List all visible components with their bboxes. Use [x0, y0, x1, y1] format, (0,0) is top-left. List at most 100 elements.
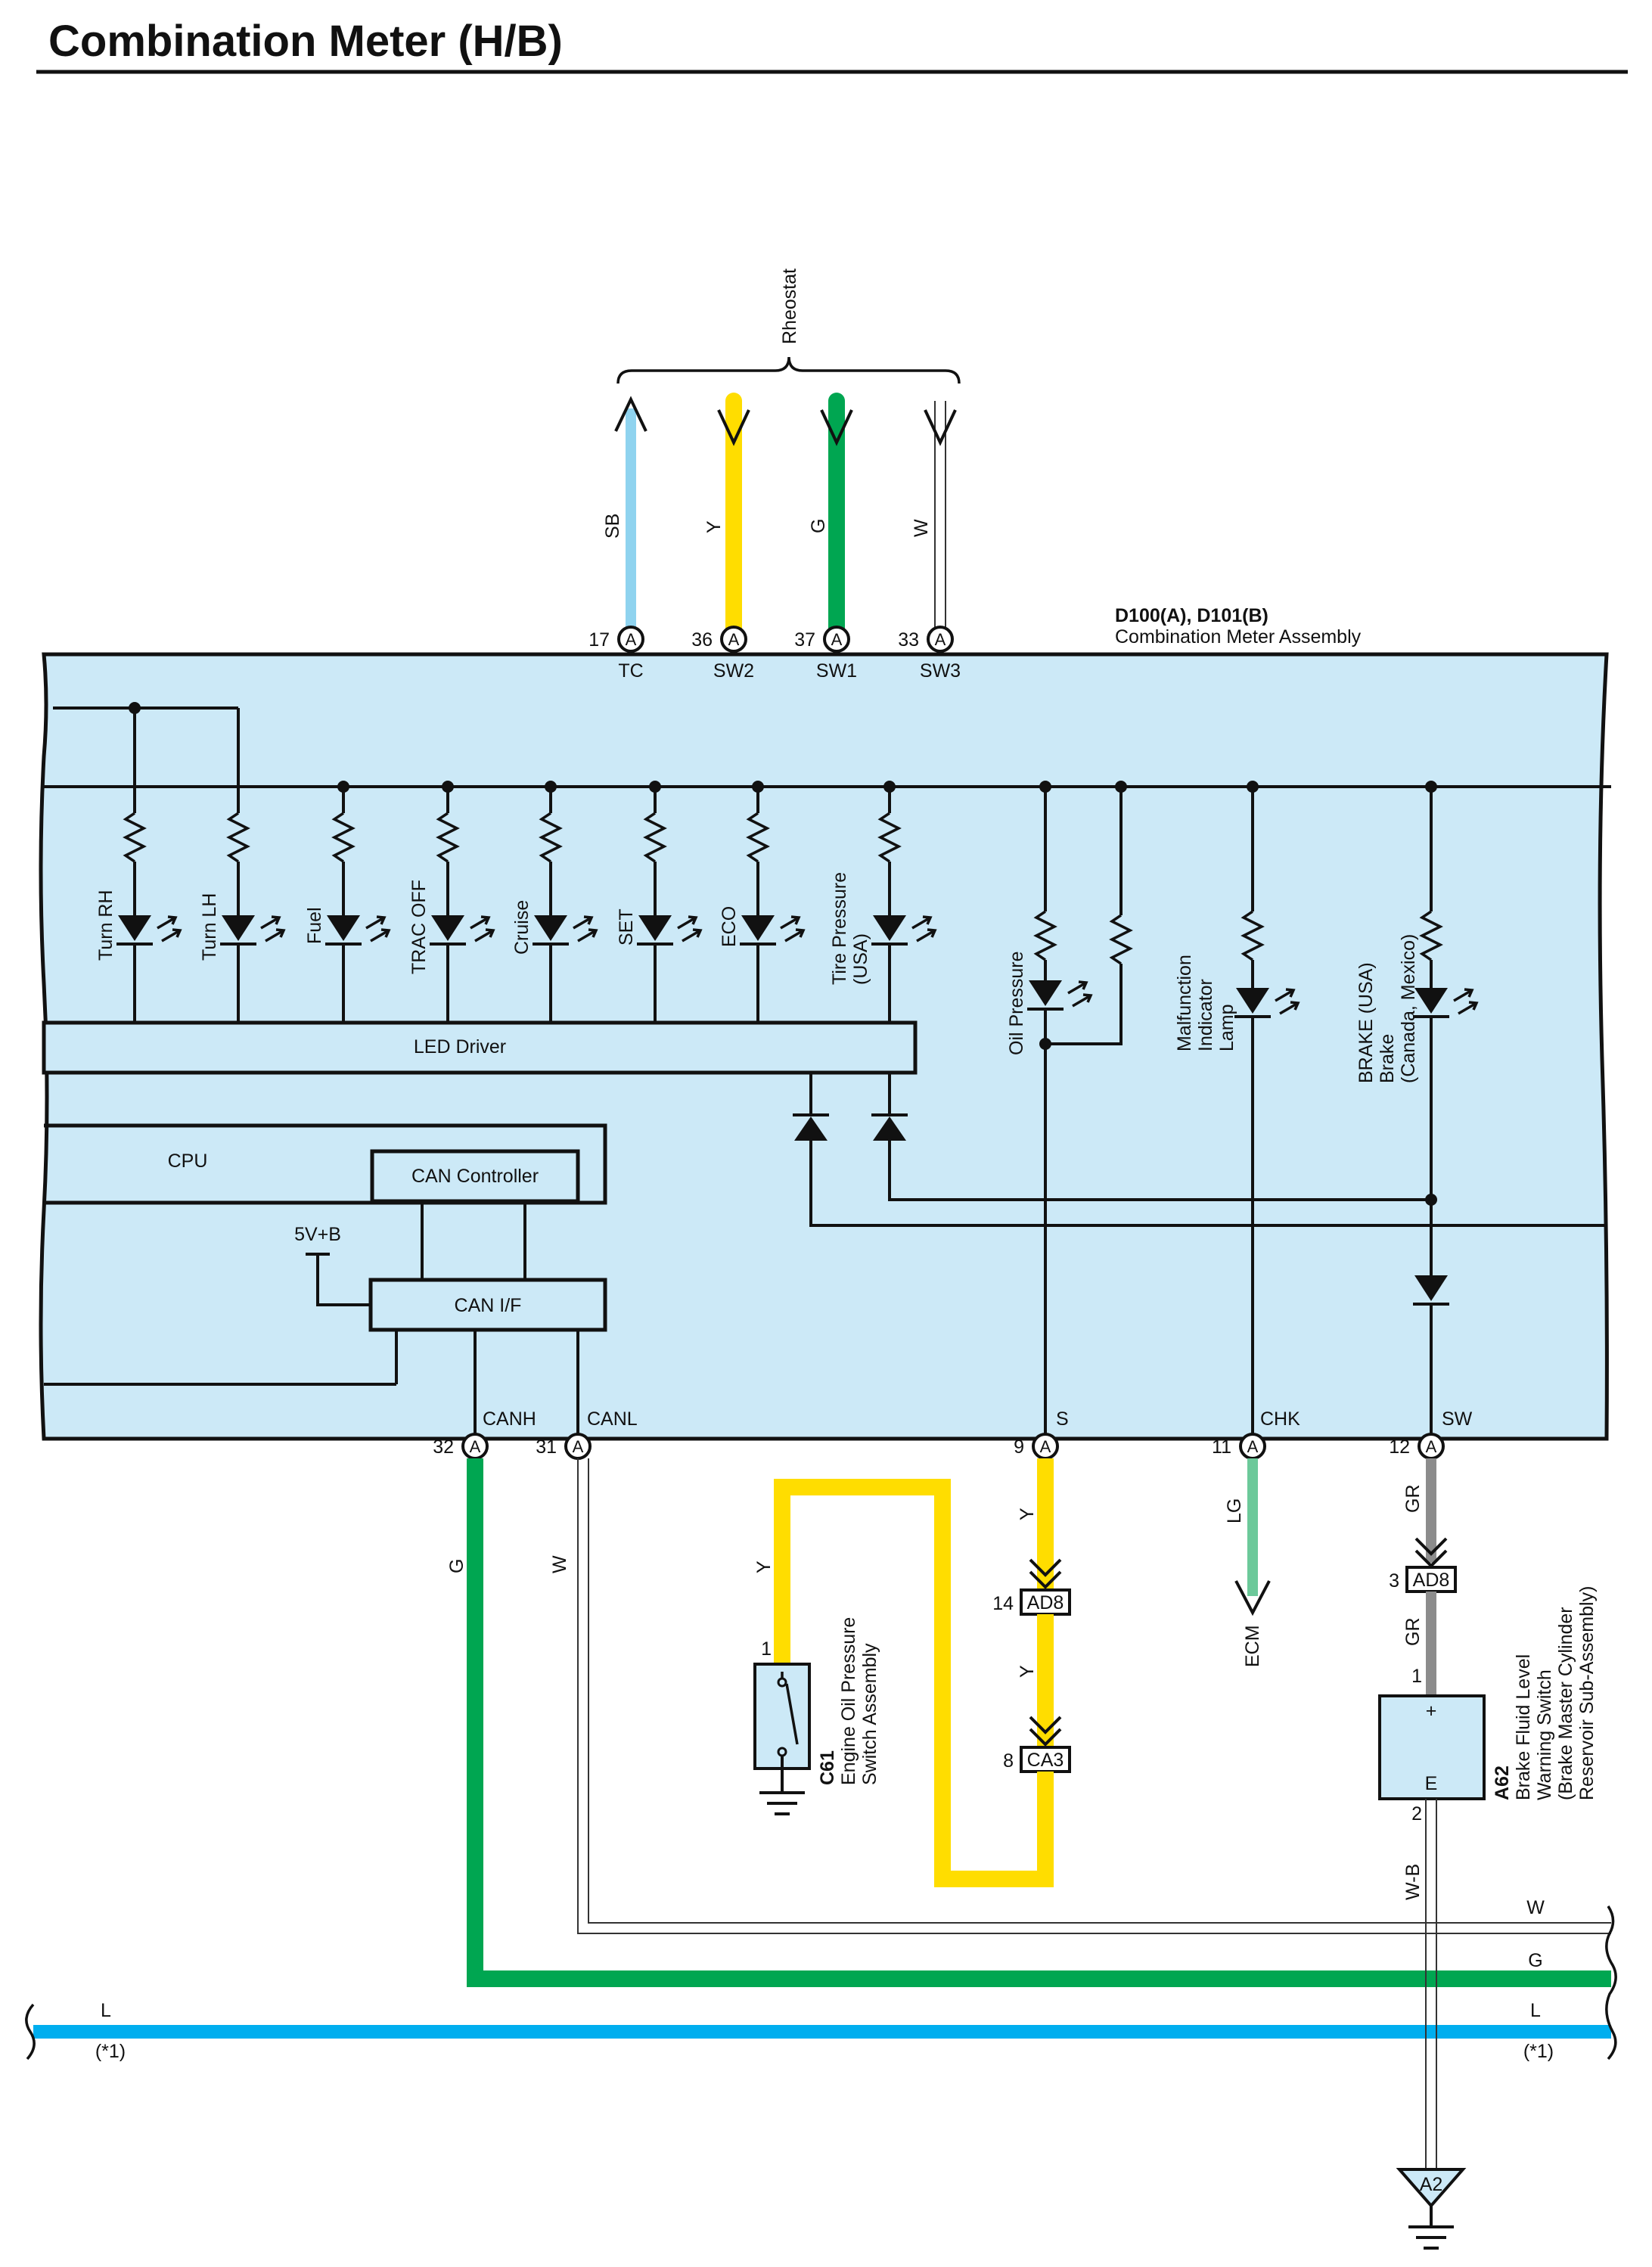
brake-fluid-level-switch — [1378, 1694, 1486, 1800]
pin-36-terminal — [720, 626, 747, 653]
lamp-label-set: SET — [616, 908, 637, 946]
rheostat-brace — [616, 356, 961, 384]
brake-switch-name-2: Warning Switch — [1534, 1669, 1555, 1800]
pin-17-conn: A — [626, 630, 637, 649]
ground-icon — [1408, 2225, 1454, 2250]
top-pin-terminals: A 17 TC A 36 SW2 A 37 SW1 A 33 SW3 — [588, 626, 961, 682]
l-bus: L (*1) — [25, 2000, 1611, 2062]
oil-switch-pin: 1 — [761, 1638, 772, 1660]
mil-label-2: Indicator — [1195, 979, 1216, 1051]
connector-ad8-sw-pin: 3 — [1389, 1570, 1399, 1592]
pin-17-terminal — [617, 626, 644, 653]
wb-wire-label: W-B — [1402, 1864, 1424, 1900]
sw-wire-label-upper: GR — [1402, 1485, 1424, 1514]
ground-point-a2 — [1396, 2168, 1467, 2209]
arrow-up-icon — [614, 396, 647, 432]
led-driver-block — [42, 1020, 918, 1075]
wire-w-canl-b — [588, 1458, 1611, 1924]
page-title: Combination Meter (H/B) — [48, 17, 563, 66]
canl-label: CANL — [587, 1408, 638, 1430]
can-wiring: G W — [446, 1458, 1611, 1987]
break-mark-left — [25, 2003, 36, 2060]
chk-wire-label: LG — [1224, 1498, 1245, 1523]
lamp-label-cruise: Cruise — [511, 900, 533, 955]
sw-pin-label: SW — [1442, 1408, 1473, 1430]
wire-label-sb: SB — [602, 514, 623, 539]
oil-pressure-wiring: AD8 14 Y CA3 8 Y Y 1 C61 Engine Oil Pres… — [753, 1458, 1071, 1887]
arrow-down-icon — [1234, 1580, 1271, 1616]
pin-36-name: SW2 — [713, 660, 754, 682]
mil-label-3: Lamp — [1216, 1004, 1237, 1051]
switch-contact — [785, 1683, 799, 1745]
brake-switch-pin-plus: 1 — [1411, 1666, 1422, 1687]
lamp-label-turn-lh: Turn LH — [199, 893, 220, 961]
s-wire-label-upper: Y — [1017, 1508, 1038, 1520]
lamp-oil-pressure: Oil Pressure S — [1006, 781, 1133, 1439]
pin-33-conn: A — [935, 630, 946, 649]
ground-icon — [759, 1791, 805, 1815]
l-bus-label-left: L — [101, 2000, 111, 2021]
pin-37-num: 37 — [794, 629, 815, 651]
lamp-malfunction: Malfunction Indicator Lamp CHK — [1174, 781, 1300, 1439]
pin-17-num: 17 — [588, 629, 610, 651]
connector-ad8-s-pin: 14 — [992, 1593, 1014, 1614]
supply-line — [316, 1254, 371, 1306]
lamp-turn-lh: Turn LH — [199, 806, 286, 1023]
led-driver-label: LED Driver — [414, 1036, 506, 1057]
brake-switch-pin-e: 2 — [1411, 1803, 1422, 1824]
pin-37-conn: A — [831, 630, 843, 649]
lamp-set: SET — [616, 781, 703, 1023]
brake-label-1: BRAKE (USA) — [1355, 962, 1377, 1083]
canh-label: CANH — [483, 1408, 536, 1430]
pin-31-num: 31 — [536, 1436, 557, 1458]
supply-label: 5V+B — [294, 1224, 341, 1245]
chk-pin-label: CHK — [1260, 1408, 1300, 1430]
mil-label-1: Malfunction — [1174, 955, 1195, 1051]
l-bus-note-left: (*1) — [95, 2041, 126, 2062]
brake-switch-name-4: Reservoir Sub-Assembly) — [1576, 1586, 1598, 1800]
connector-ca3-label: CA3 — [1027, 1750, 1064, 1771]
connector-ad8-sw-label: AD8 — [1413, 1570, 1450, 1591]
oil-pressure-switch — [753, 1663, 811, 1770]
pin-9-conn: A — [1040, 1437, 1051, 1456]
oil-switch-name-2: Switch Assembly — [859, 1643, 880, 1785]
chk-wiring: LG ECM — [1224, 1458, 1271, 1667]
brake-label-2: Brake — [1377, 1034, 1398, 1083]
cpu-label: CPU — [168, 1151, 208, 1172]
arrow-down-icon — [820, 409, 853, 446]
pin-36-num: 36 — [691, 629, 713, 651]
lamp-label-oil-pressure: Oil Pressure — [1006, 951, 1027, 1055]
pin-12-conn: A — [1426, 1437, 1437, 1456]
lamp-label-trac-off: TRAC OFF — [408, 880, 430, 974]
brake-switch-name-1: Brake Fluid Level — [1513, 1654, 1534, 1800]
pin-31-conn: A — [573, 1437, 584, 1456]
lamp-tire-pressure: Tire Pressure (USA) — [829, 781, 937, 1023]
can-controller-block — [370, 1149, 580, 1203]
lamp-label-eco: ECO — [719, 906, 740, 947]
lamp-label-turn-rh: Turn RH — [95, 890, 116, 961]
pin-11-num: 11 — [1212, 1436, 1231, 1458]
ecm-label: ECM — [1242, 1625, 1263, 1667]
bus-g-label: G — [1528, 1950, 1542, 1971]
module-name: Combination Meter Assembly — [1115, 626, 1362, 647]
lamp-label-tire-pressure: Tire Pressure — [829, 872, 850, 985]
pin-17-name: TC — [618, 660, 643, 682]
bus-w-label: W — [1526, 1897, 1545, 1918]
pin-36-conn: A — [728, 630, 740, 649]
pin-11-conn: A — [1247, 1437, 1259, 1456]
wire-label-y: Y — [703, 520, 725, 533]
can-controller-label: CAN Controller — [411, 1166, 539, 1187]
lamp-trac-off: TRAC OFF — [408, 781, 495, 1023]
wire-g-canh — [467, 1458, 1611, 1987]
brake-label-3: (Canada, Mexico) — [1398, 934, 1419, 1083]
pin-37-terminal — [823, 626, 850, 653]
module-connector-code: D100(A), D101(B) — [1115, 605, 1268, 626]
sw-wiring: AD8 3 GR GR 1 + E 2 W-B A62 Brake Fluid … — [1378, 1458, 1598, 2250]
wire-label-g: G — [808, 519, 829, 533]
arrow-down-icon — [717, 409, 750, 446]
bus-l-label: L — [1530, 2000, 1541, 2021]
break-mark-right — [1605, 1905, 1617, 2060]
lamp-label-fuel: Fuel — [304, 907, 325, 944]
bus-right-labels: W G L (*1) — [1523, 1897, 1617, 2062]
